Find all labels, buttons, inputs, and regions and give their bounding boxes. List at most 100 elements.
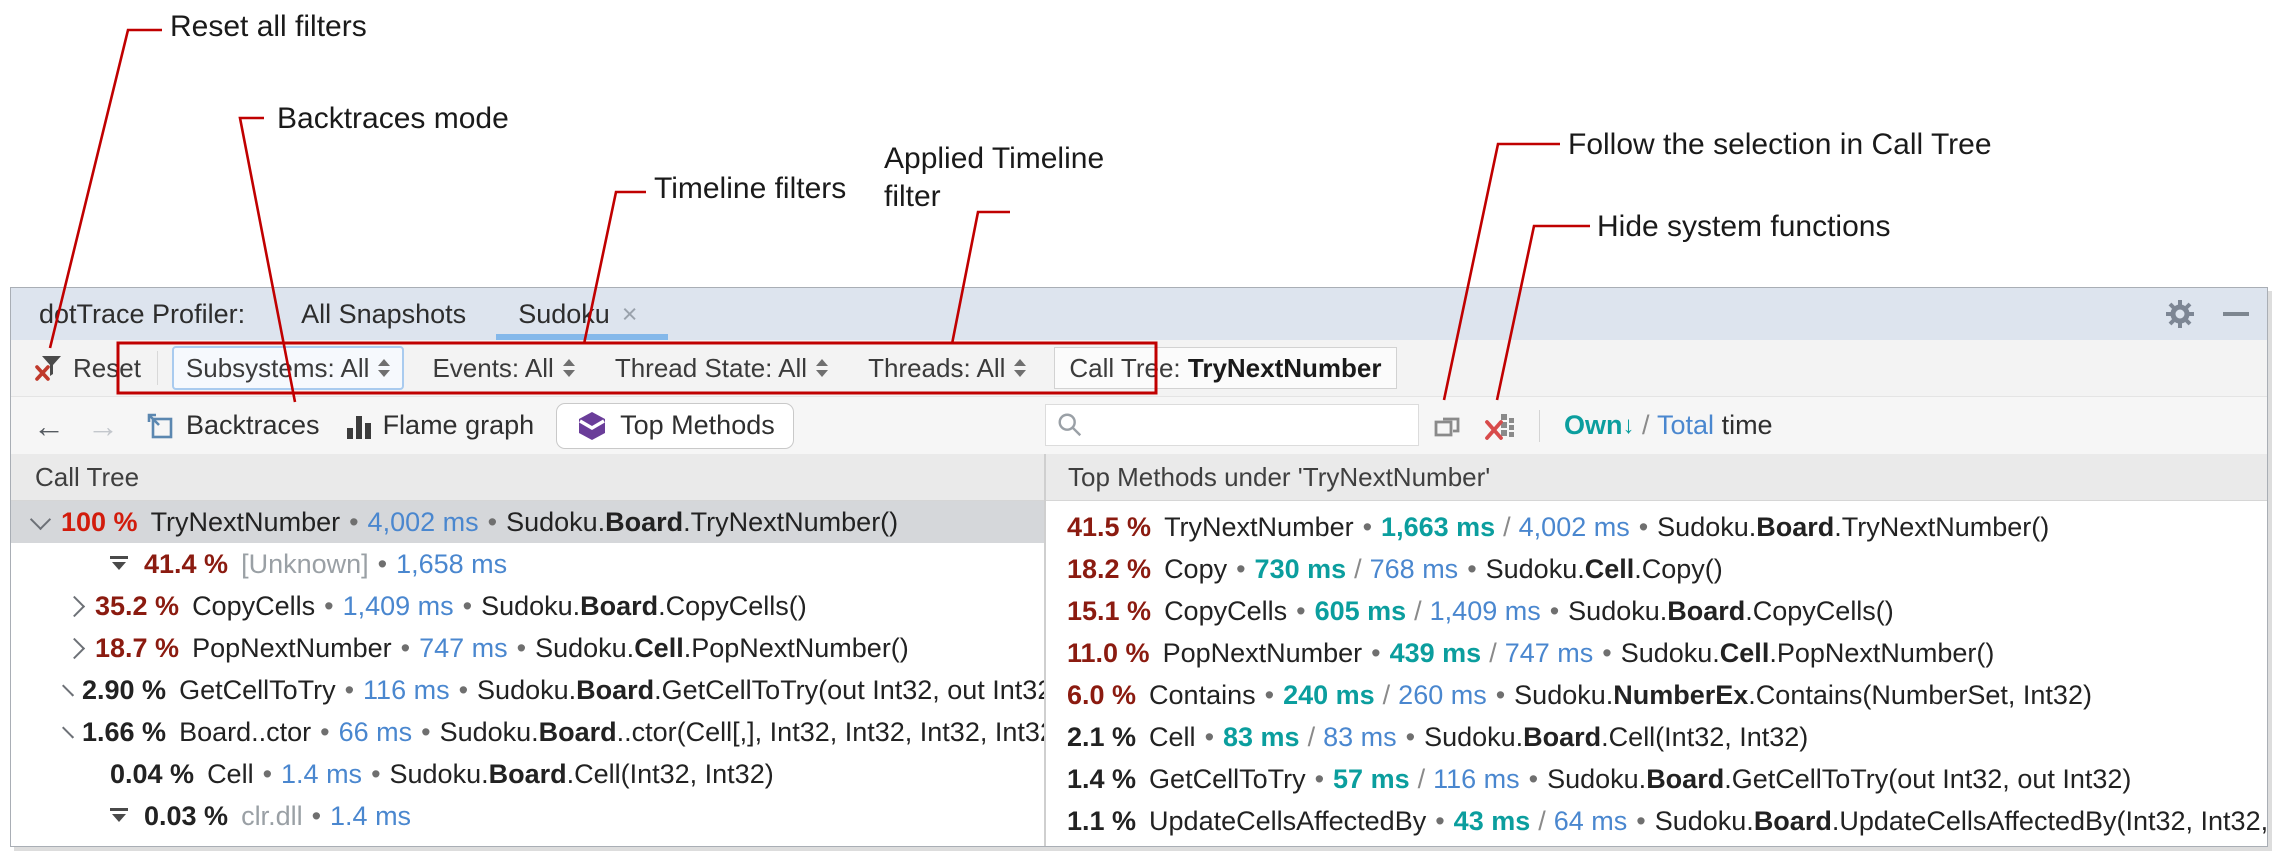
- dottrace-window: dotTrace Profiler: All Snapshots Sudoku …: [10, 287, 2268, 847]
- method-name: CopyCells: [1164, 595, 1288, 626]
- bullet-separator: •: [462, 590, 473, 621]
- bullet-separator: •: [311, 800, 322, 831]
- method-name: UpdateCellsAffectedBy: [1149, 805, 1427, 836]
- follow-selection-icon[interactable]: [1431, 410, 1463, 442]
- table-row[interactable]: 1.4 % GetCellToTry • 57 ms / 116 ms • Su…: [1046, 758, 2267, 800]
- backtraces-button[interactable]: Backtraces: [145, 410, 320, 441]
- table-row[interactable]: 2.1 % Cell • 83 ms / 83 ms • Sudoku.Boar…: [1046, 716, 2267, 758]
- annotation-timeline-filters: Timeline filters: [654, 172, 847, 205]
- own-time: 439 ms: [1389, 637, 1482, 668]
- filter-threads[interactable]: Threads: All: [856, 348, 1038, 388]
- flame-graph-icon: [346, 415, 371, 439]
- call-tree-header: Call Tree: [11, 454, 1044, 501]
- table-row[interactable]: 2.90 % GetCellToTry • 116 ms • Sudoku.Bo…: [11, 669, 1044, 711]
- method-signature: Sudoku.Cell.PopNextNumber(): [1620, 637, 1995, 668]
- method-name: Board..ctor: [179, 716, 312, 747]
- table-row[interactable]: 15.1 % CopyCells • 605 ms / 1,409 ms • S…: [1046, 590, 2267, 632]
- method-signature: Sudoku.Board.TryNextNumber(): [506, 506, 899, 537]
- slash-separator: /: [1307, 721, 1316, 752]
- flame-graph-button[interactable]: Flame graph: [346, 410, 535, 441]
- bullet-separator: •: [1638, 511, 1649, 542]
- total-time: 4,002 ms: [1518, 511, 1630, 542]
- bullet-separator: •: [1602, 637, 1612, 668]
- tab-sudoku[interactable]: Sudoku ×: [496, 288, 668, 340]
- top-methods-icon: [579, 411, 606, 440]
- annotation-reset-all-filters: Reset all filters: [170, 10, 367, 43]
- total-time: 1.4 ms: [330, 800, 412, 831]
- call-tree-filter[interactable]: Call Tree: TryNextNumber: [1054, 347, 1397, 389]
- sort-updown-icon: [816, 359, 829, 377]
- table-row[interactable]: 18.2 % Copy • 730 ms / 768 ms • Sudoku.C…: [1046, 548, 2267, 590]
- total-time: 1,409 ms: [1429, 595, 1541, 626]
- bullet-separator: •: [1371, 637, 1381, 668]
- percent-value: 100 %: [61, 506, 138, 537]
- method-name: Copy: [1164, 553, 1228, 584]
- percent-value: 1.1 %: [1067, 805, 1137, 836]
- method-signature: Sudoku.Board.Cell(Int32, Int32): [1424, 721, 1809, 752]
- method-name: CopyCells: [192, 590, 316, 621]
- chevron-right-icon[interactable]: [63, 637, 86, 659]
- total-time-label: Total: [1657, 410, 1715, 440]
- filter-thread-state[interactable]: Thread State: All: [603, 348, 840, 388]
- reset-filters-button[interactable]: Reset: [33, 352, 141, 384]
- separator: [156, 351, 158, 385]
- bullet-separator: •: [262, 758, 273, 789]
- bullet-separator: •: [1435, 805, 1445, 836]
- back-arrow-icon[interactable]: ←: [33, 407, 65, 444]
- table-row[interactable]: 11.0 % PopNextNumber • 439 ms / 747 ms •…: [1046, 632, 2267, 674]
- close-tab-icon[interactable]: ×: [621, 298, 638, 329]
- table-row[interactable]: 100 % TryNextNumber • 4,002 ms • Sudoku.…: [11, 501, 1044, 543]
- bullet-separator: •: [1264, 679, 1275, 710]
- tab-all-snapshots[interactable]: All Snapshots: [301, 288, 466, 340]
- gear-icon[interactable]: [2163, 297, 2197, 331]
- method-signature: Sudoku.Board.GetCellToTry(out Int32, out…: [477, 674, 1044, 705]
- table-row[interactable]: 41.4 % [Unknown] • 1,658 ms: [11, 543, 1044, 585]
- chevron-down-icon[interactable]: [29, 508, 52, 530]
- tab-label: All Snapshots: [301, 298, 467, 329]
- search-input[interactable]: [1092, 409, 1418, 441]
- filter-subsystems[interactable]: Subsystems: All: [171, 346, 405, 390]
- total-time: 747 ms: [419, 632, 508, 663]
- table-row[interactable]: 41.5 % TryNextNumber • 1,663 ms / 4,002 …: [1046, 506, 2267, 548]
- call-tree-filter-label: Call Tree:: [1069, 352, 1188, 383]
- slash-separator: /: [1354, 553, 1362, 584]
- percent-value: 6.0 %: [1067, 679, 1137, 710]
- top-methods-label: Top Methods: [620, 410, 775, 440]
- percent-value: 11.0 %: [1067, 637, 1150, 668]
- table-row[interactable]: 0.04 % Cell • 1.4 ms • Sudoku.Board.Cell…: [11, 753, 1044, 795]
- chevron-right-icon[interactable]: [61, 725, 75, 739]
- top-methods-button[interactable]: Top Methods: [556, 402, 794, 449]
- call-tree-filter-value: TryNextNumber: [1187, 352, 1382, 383]
- total-time: 116 ms: [363, 674, 450, 705]
- table-row[interactable]: 0.03 % clr.dll • 1.4 ms: [11, 795, 1044, 837]
- method-name: PopNextNumber: [192, 632, 392, 663]
- filter-events[interactable]: Events: All: [420, 348, 586, 388]
- toolbar: ← → Backtraces Flame graph: [11, 397, 2267, 455]
- search-box[interactable]: [1045, 404, 1419, 446]
- top-methods-header: Top Methods under 'TryNextNumber': [1046, 454, 2267, 501]
- minimize-icon[interactable]: [2223, 312, 2249, 316]
- table-row[interactable]: 1.66 % Board..ctor • 66 ms • Sudoku.Boar…: [11, 711, 1044, 753]
- total-time: 83 ms: [1323, 721, 1397, 752]
- title-bar: dotTrace Profiler: All Snapshots Sudoku …: [11, 288, 2267, 340]
- percent-value: 18.2 %: [1067, 553, 1152, 584]
- panel-divider[interactable]: [1044, 454, 1046, 846]
- table-row[interactable]: 18.7 % PopNextNumber • 747 ms • Sudoku.C…: [11, 627, 1044, 669]
- backtraces-label: Backtraces: [186, 410, 320, 440]
- chevron-right-icon[interactable]: [63, 595, 86, 617]
- forward-arrow-icon[interactable]: →: [87, 407, 119, 444]
- sort-mode-label[interactable]: Own↓ / Total time: [1564, 410, 1773, 441]
- filter-label: Thread State: All: [614, 352, 808, 383]
- flame-graph-label: Flame graph: [382, 410, 535, 440]
- table-row[interactable]: 35.2 % CopyCells • 1,409 ms • Sudoku.Boa…: [11, 585, 1044, 627]
- annotation-backtraces-mode: Backtraces mode: [277, 102, 509, 135]
- bullet-separator: •: [1296, 595, 1306, 626]
- method-signature: Sudoku.Board.CopyCells(): [1568, 595, 1894, 626]
- slash-separator: /: [1503, 511, 1511, 542]
- table-row[interactable]: 6.0 % Contains • 240 ms / 260 ms • Sudok…: [1046, 674, 2267, 716]
- total-time: 1.4 ms: [281, 758, 363, 789]
- method-name: Contains: [1149, 679, 1256, 710]
- chevron-right-icon[interactable]: [61, 683, 75, 697]
- table-row[interactable]: 1.1 % UpdateCellsAffectedBy • 43 ms / 64…: [1046, 800, 2267, 842]
- hide-system-functions-icon[interactable]: [1483, 410, 1515, 442]
